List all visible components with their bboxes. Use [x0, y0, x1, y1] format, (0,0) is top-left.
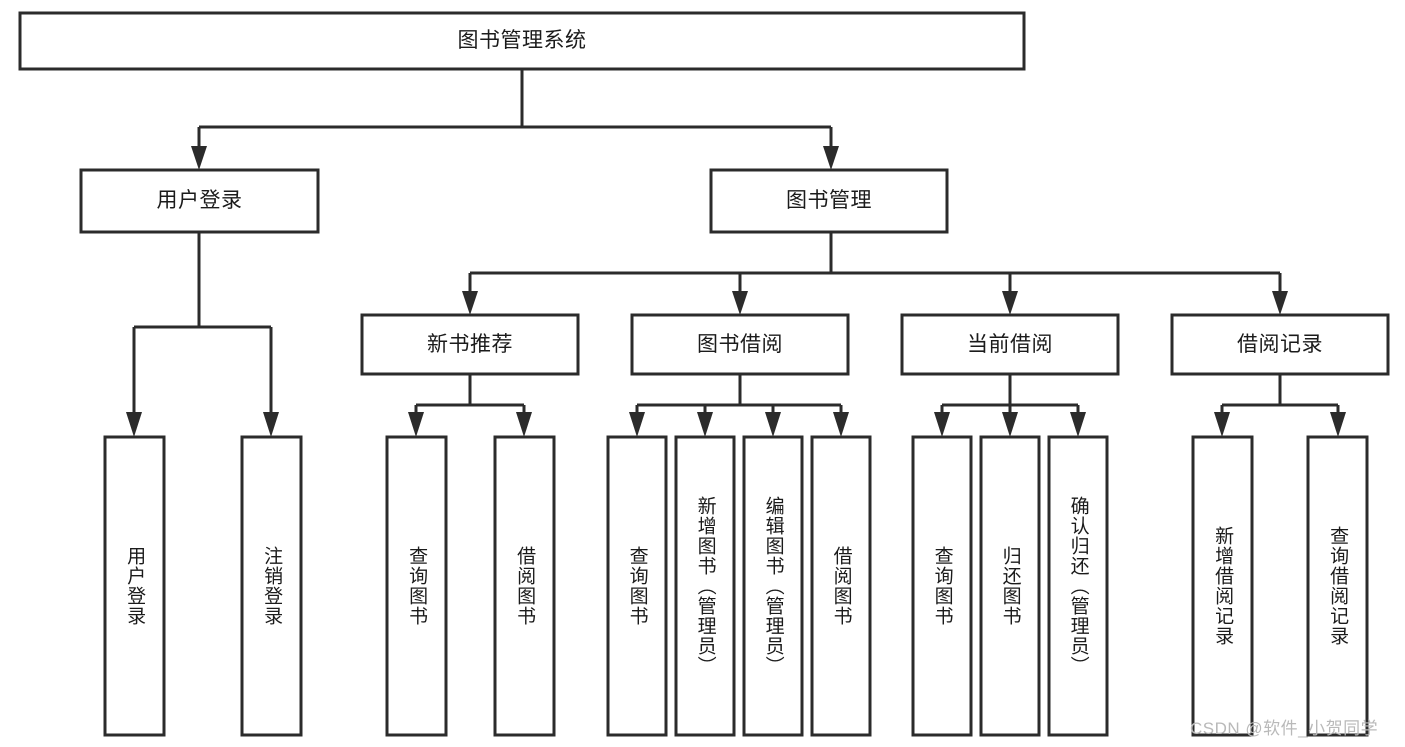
arrow-head-icon: [263, 412, 279, 437]
node-box-leaf-query-record[interactable]: [1306, 435, 1369, 737]
arrow-head-icon: [823, 146, 839, 170]
node-box-current-borrow[interactable]: [900, 313, 1120, 376]
connector-bookborrow-to-leaves: [629, 374, 849, 437]
connector-borrowrecord-to-leaves: [1214, 374, 1346, 437]
connector-currentborrow-to-leaves: [934, 374, 1086, 437]
arrow-head-icon: [1272, 291, 1288, 315]
arrow-head-icon: [765, 412, 781, 437]
node-box-leaf-return-book[interactable]: [979, 435, 1041, 737]
node-box-root[interactable]: [18, 11, 1026, 71]
arrow-head-icon: [629, 412, 645, 437]
arrow-head-icon: [732, 291, 748, 315]
node-box-borrow-record[interactable]: [1170, 313, 1390, 376]
node-box-leaf-borrow-book-1[interactable]: [493, 435, 556, 737]
arrow-head-icon: [1330, 412, 1346, 437]
node-box-leaf-edit-book[interactable]: [742, 435, 804, 737]
arrow-head-icon: [1070, 412, 1086, 437]
arrow-head-icon: [462, 291, 478, 315]
node-box-new-book-recommend[interactable]: [360, 313, 580, 376]
node-box-leaf-logout-login[interactable]: [240, 435, 303, 737]
node-box-leaf-query-book-3[interactable]: [911, 435, 973, 737]
arrow-head-icon: [1002, 291, 1018, 315]
connector-root-to-level2: [191, 69, 839, 170]
connector-bookmanage-to-level3: [462, 232, 1288, 315]
node-box-leaf-add-book[interactable]: [674, 435, 736, 737]
arrow-head-icon: [1214, 412, 1230, 437]
arrow-head-icon: [1002, 412, 1018, 437]
node-box-leaf-query-book-1[interactable]: [385, 435, 448, 737]
arrow-head-icon: [833, 412, 849, 437]
node-box-leaf-add-record[interactable]: [1191, 435, 1254, 737]
arrow-head-icon: [408, 412, 424, 437]
node-box-user-login[interactable]: [79, 168, 320, 234]
arrow-head-icon: [126, 412, 142, 437]
arrow-head-icon: [697, 412, 713, 437]
node-box-book-manage[interactable]: [709, 168, 949, 234]
node-box-leaf-borrow-book-2[interactable]: [810, 435, 872, 737]
node-box-leaf-user-login[interactable]: [103, 435, 166, 737]
arrow-head-icon: [191, 146, 207, 170]
node-box-book-borrow[interactable]: [630, 313, 850, 376]
node-box-leaf-query-book-2[interactable]: [606, 435, 668, 737]
connector-newbook-to-leaves: [408, 374, 532, 437]
arrow-head-icon: [934, 412, 950, 437]
node-box-leaf-confirm-return[interactable]: [1047, 435, 1109, 737]
arrow-head-icon: [516, 412, 532, 437]
connector-userlogin-to-leaves: [126, 232, 279, 437]
